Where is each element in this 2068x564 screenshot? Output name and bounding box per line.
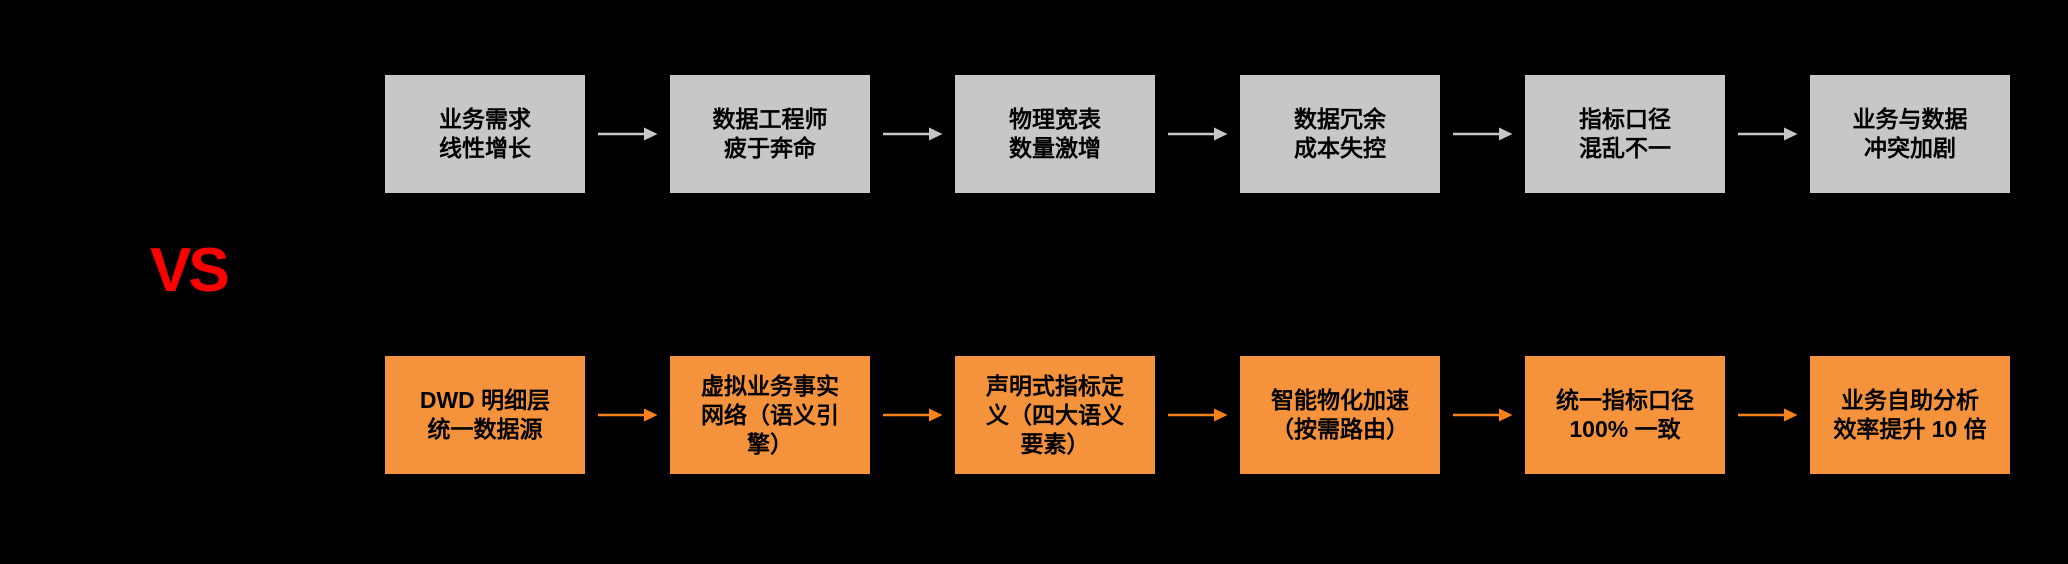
semantic-step-box: 智能物化加速 （按需路由） bbox=[1240, 356, 1440, 474]
legacy-step-box: 业务需求 线性增长 bbox=[385, 75, 585, 193]
legacy-step-box: 数据工程师 疲于奔命 bbox=[670, 75, 870, 193]
arrow-right-icon bbox=[1440, 75, 1525, 193]
legacy-step-box: 业务与数据 冲突加剧 bbox=[1810, 75, 2010, 193]
arrow-right-icon bbox=[1440, 356, 1525, 474]
legacy-step-box: 指标口径 混乱不一 bbox=[1525, 75, 1725, 193]
vs-label: VS bbox=[150, 236, 230, 305]
legacy-step-box: 数据冗余 成本失控 bbox=[1240, 75, 1440, 193]
legacy-flow-row: 业务需求 线性增长 数据工程师 疲于奔命 物理宽表 数量激增 数据冗余 成本失控… bbox=[385, 75, 2010, 193]
arrow-right-icon bbox=[1725, 356, 1810, 474]
semantic-step-box: 统一指标口径 100% 一致 bbox=[1525, 356, 1725, 474]
semantic-step-box: 业务自助分析 效率提升 10 倍 bbox=[1810, 356, 2010, 474]
semantic-flow-row: DWD 明细层 统一数据源 虚拟业务事实 网络（语义引 擎） 声明式指标定 义（… bbox=[385, 356, 2010, 474]
semantic-step-box: 虚拟业务事实 网络（语义引 擎） bbox=[670, 356, 870, 474]
semantic-step-box: DWD 明细层 统一数据源 bbox=[385, 356, 585, 474]
arrow-right-icon bbox=[870, 75, 955, 193]
arrow-right-icon bbox=[1155, 356, 1240, 474]
arrow-right-icon bbox=[1155, 75, 1240, 193]
arrow-right-icon bbox=[585, 356, 670, 474]
arrow-right-icon bbox=[585, 75, 670, 193]
arrow-right-icon bbox=[1725, 75, 1810, 193]
semantic-step-box: 声明式指标定 义（四大语义 要素） bbox=[955, 356, 1155, 474]
legacy-step-box: 物理宽表 数量激增 bbox=[955, 75, 1155, 193]
arrow-right-icon bbox=[870, 356, 955, 474]
